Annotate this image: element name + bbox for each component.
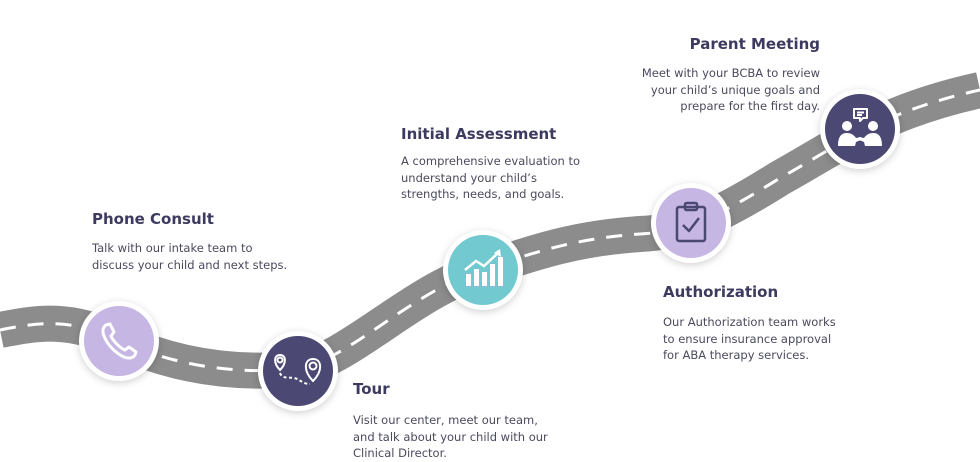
step-desc-phone-consult: Talk with our intake team to discuss you… — [92, 241, 288, 272]
step-desc-authorization: Our Authorization team works to ensure i… — [663, 315, 836, 362]
phone-icon — [101, 322, 138, 360]
step-title-tour: Tour — [353, 380, 390, 398]
step-node-initial-assessment — [443, 230, 523, 310]
step-title-phone-consult: Phone Consult — [92, 210, 214, 228]
step-desc-parent-meeting: Meet with your BCBA to review your child… — [641, 66, 820, 113]
step-node-parent-meeting — [820, 89, 900, 169]
node-disk — [84, 306, 154, 376]
node-disk — [263, 336, 333, 406]
node-disk — [656, 188, 726, 258]
step-title-authorization: Authorization — [663, 283, 779, 301]
step-desc-tour: Visit our center, meet our team, and tal… — [353, 413, 548, 460]
step-title-parent-meeting: Parent Meeting — [689, 35, 820, 53]
meeting-icon — [838, 108, 882, 146]
step-node-tour — [258, 331, 338, 411]
step-title-initial-assessment: Initial Assessment — [401, 125, 557, 143]
step-desc-initial-assessment: A comprehensive evaluation to understand… — [401, 154, 580, 201]
clipboard-check-icon — [675, 201, 707, 243]
map-route-icon — [274, 353, 322, 385]
growth-chart-icon — [464, 249, 503, 286]
step-node-phone-consult — [79, 301, 159, 381]
step-node-authorization — [651, 183, 731, 263]
node-disk — [825, 94, 895, 164]
node-disk — [448, 235, 518, 305]
